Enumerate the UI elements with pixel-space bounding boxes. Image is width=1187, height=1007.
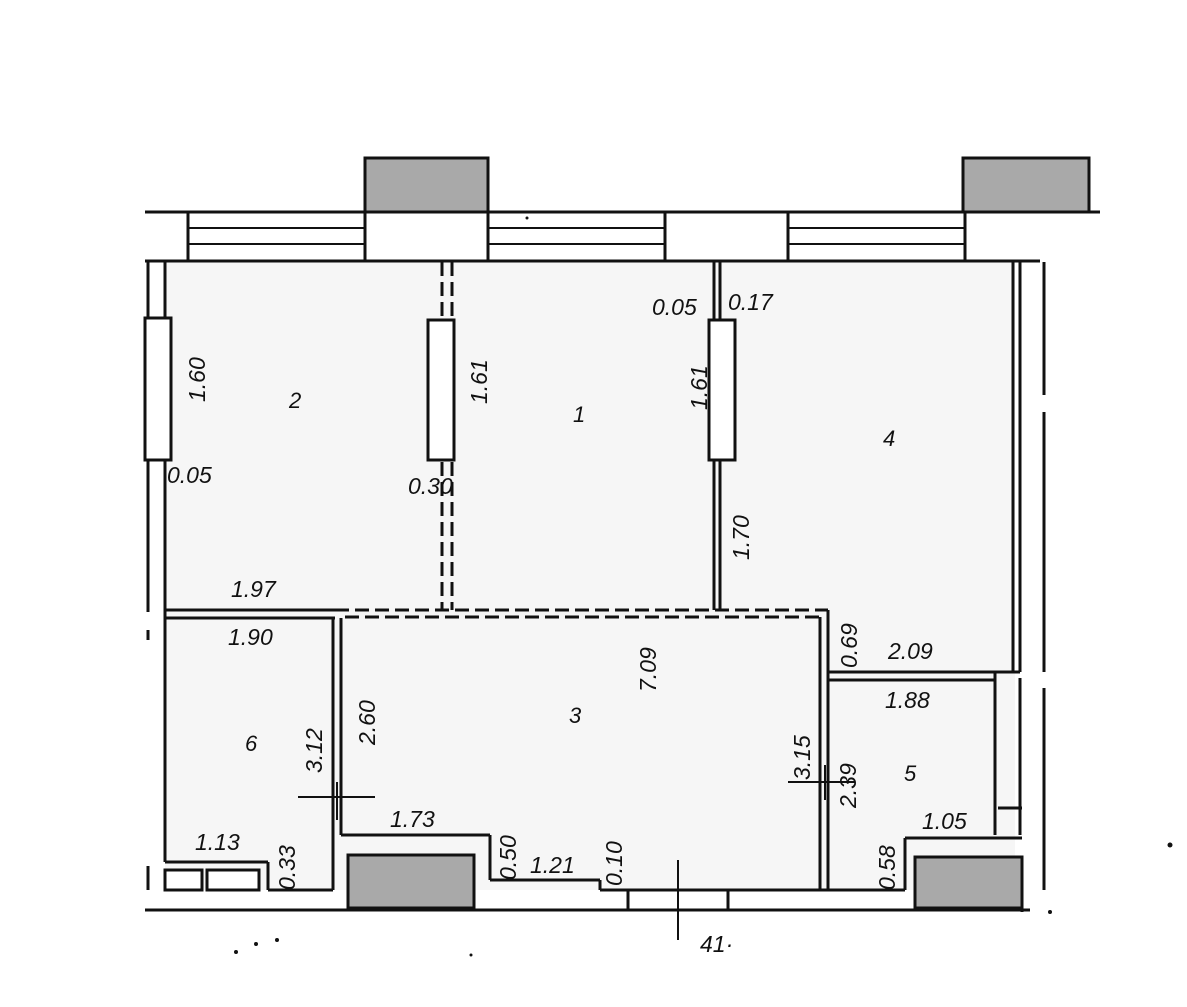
floor-area [165, 262, 1015, 890]
dim-0-30: 0.30 [408, 473, 453, 499]
walls [143, 210, 1100, 940]
dim-0-10: 0.10 [601, 841, 627, 886]
door-1-4 [707, 318, 737, 462]
shaded-blocks [346, 156, 1091, 910]
room-number-1: 1 [573, 402, 585, 427]
dim-0-50: 0.50 [495, 835, 521, 880]
dim-1-13: 1.13 [195, 829, 240, 855]
dim-1-60: 1.60 [184, 357, 210, 402]
facade-window-1 [363, 210, 490, 263]
room-number-2: 2 [288, 388, 301, 413]
dim-0-58: 0.58 [874, 845, 900, 890]
room-number-4: 4 [883, 426, 895, 451]
specks [234, 216, 1173, 957]
dim-1-73: 1.73 [390, 806, 435, 832]
door-2-1 [426, 318, 456, 462]
dim-0-05-left: 0.05 [167, 462, 212, 488]
dim-2-09: 2.09 [887, 638, 933, 664]
dim-0-05-top: 0.05 [652, 294, 697, 320]
dim-1-61-right: 1.61 [686, 365, 712, 410]
room-number-6: 6 [245, 731, 258, 756]
balcony-top-left [363, 156, 490, 214]
dim-0-69: 0.69 [836, 623, 862, 668]
dim-0-33: 0.33 [274, 845, 300, 890]
dim-1-88: 1.88 [885, 687, 930, 713]
dim-1-21: 1.21 [530, 852, 575, 878]
axis-mark-41: 41· [700, 931, 733, 957]
bottom-block-left [346, 853, 476, 910]
dim-7-09: 7.09 [635, 647, 661, 692]
dim-2-60: 2.60 [354, 700, 380, 746]
dim-3-12: 3.12 [301, 728, 327, 773]
niche-1 [163, 868, 204, 892]
dim-1-70: 1.70 [728, 515, 754, 560]
balcony-top-right [961, 156, 1091, 214]
dim-0-17: 0.17 [728, 289, 774, 315]
room-labels: 1 2 3 4 5 6 [245, 388, 917, 786]
facade-window-2 [663, 210, 790, 263]
dim-1-97: 1.97 [231, 576, 277, 602]
dim-1-05: 1.05 [922, 808, 967, 834]
dim-2-39: 2.39 [835, 763, 861, 809]
dimension-labels: 1.60 0.05 1.61 0.30 0.05 0.17 1.61 1.70 … [167, 289, 967, 957]
bottom-block-right [913, 855, 1024, 910]
room-number-3: 3 [569, 703, 582, 728]
left-window [143, 316, 173, 462]
room-number-5: 5 [904, 761, 917, 786]
niche-2 [205, 868, 261, 892]
dim-1-61-left: 1.61 [466, 359, 492, 404]
dim-1-90: 1.90 [228, 624, 273, 650]
dim-3-15: 3.15 [789, 735, 815, 780]
